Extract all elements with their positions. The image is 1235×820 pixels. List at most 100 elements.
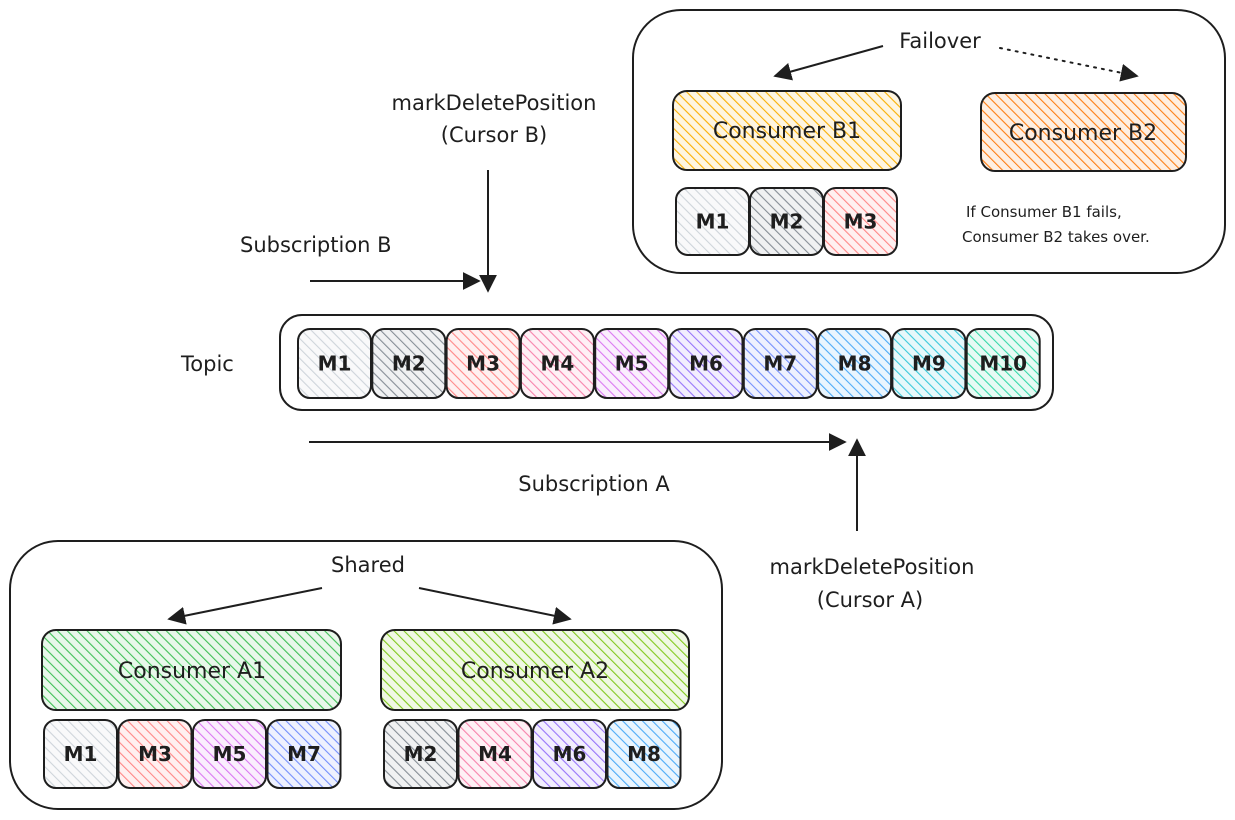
message-tile-m3: M3	[823, 187, 898, 256]
message-box	[742, 328, 818, 399]
message-box	[445, 328, 521, 399]
message-box	[965, 328, 1041, 399]
message-label: M1	[64, 742, 98, 766]
topic-frame	[279, 314, 1054, 411]
consumer-b2: Consumer B2	[980, 92, 1187, 172]
cursor-b-label-line2: (Cursor B)	[441, 123, 548, 147]
consumer-a1-label: Consumer A1	[118, 659, 266, 684]
shared-title: Shared	[331, 553, 405, 577]
message-label: M3	[466, 352, 500, 376]
message-tile-m4: M4	[519, 328, 595, 399]
failover-note-line1: If Consumer B1 fails,	[966, 203, 1122, 221]
message-tile-m3: M3	[117, 719, 193, 789]
message-label: M5	[213, 742, 247, 766]
message-label: M3	[138, 742, 172, 766]
message-tile-m3: M3	[445, 328, 521, 399]
subscription-a: Subscription A markDeletePosition (Curso…	[309, 433, 975, 612]
message-tile-m9: M9	[891, 328, 967, 399]
consumer-b1-box	[672, 90, 902, 171]
consumer-b1-message-list: M1 M2 M3	[675, 187, 898, 256]
message-tile-m4: M4	[457, 719, 533, 789]
message-label: M9	[912, 352, 946, 376]
message-label: M2	[392, 352, 426, 376]
consumer-b1: Consumer B1	[672, 90, 902, 171]
shared-arrow-to-a1	[167, 587, 323, 625]
message-tile-m2: M2	[749, 187, 824, 256]
cursor-a-label-line2: (Cursor A)	[817, 588, 923, 612]
message-box	[823, 187, 898, 256]
topic-label: Topic	[180, 352, 234, 376]
subscription-a-label: Subscription A	[518, 472, 670, 496]
message-box	[606, 719, 682, 789]
failover-arrow-to-b1	[773, 45, 884, 81]
message-box	[817, 328, 893, 399]
message-label: M1	[318, 352, 352, 376]
message-box	[668, 328, 744, 399]
message-tile-m2: M2	[383, 719, 458, 789]
failover-title: Failover	[899, 29, 981, 53]
message-label: M7	[763, 352, 797, 376]
message-tile-m1: M1	[297, 328, 372, 399]
shared-arrow-to-a2	[418, 587, 572, 625]
topic: Topic M1 M2 M3 M4 M5 M6 M7 M8 M9 M10	[180, 314, 1054, 411]
message-tile-m7: M7	[266, 719, 342, 789]
message-label: M10	[979, 352, 1027, 376]
message-label: M4	[478, 742, 512, 766]
message-box	[371, 328, 447, 399]
message-tile-m2: M2	[371, 328, 447, 399]
topic-message-list: M1 M2 M3 M4 M5 M6 M7 M8 M9 M10	[297, 328, 1041, 399]
failover-frame	[632, 9, 1226, 274]
cursor-a-label-line1: markDeletePosition	[770, 555, 975, 579]
consumer-a1-message-list: M1 M3 M5 M7	[43, 719, 342, 789]
consumer-a1-box	[41, 629, 342, 711]
message-tile-m10: M10	[965, 328, 1041, 399]
consumer-a2-label: Consumer A2	[461, 659, 609, 684]
message-label: M2	[404, 742, 438, 766]
message-box	[891, 328, 967, 399]
failover-note-line2: Consumer B2 takes over.	[962, 228, 1150, 246]
consumer-b2-box	[980, 92, 1187, 172]
message-label: M4	[540, 352, 574, 376]
message-label: M2	[770, 210, 804, 234]
message-box	[532, 719, 607, 789]
message-box	[457, 719, 533, 789]
message-label: M7	[287, 742, 321, 766]
message-box	[383, 719, 458, 789]
consumer-b2-label: Consumer B2	[1009, 121, 1157, 146]
message-box	[117, 719, 193, 789]
consumer-a2-message-list: M2 M4 M6 M8	[383, 719, 682, 789]
message-label: M1	[696, 210, 730, 234]
message-tile-m5: M5	[192, 719, 267, 789]
shared-frame	[9, 540, 723, 810]
message-box	[43, 719, 118, 789]
consumer-b1-label: Consumer B1	[713, 119, 861, 144]
message-tile-m6: M6	[532, 719, 607, 789]
subscription-b-label: Subscription B	[240, 233, 392, 257]
message-box	[594, 328, 670, 399]
message-tile-m8: M8	[817, 328, 893, 399]
message-tile-m1: M1	[675, 187, 750, 256]
message-label: M6	[553, 742, 587, 766]
message-tile-m6: M6	[668, 328, 744, 399]
message-box	[297, 328, 372, 399]
message-box	[519, 328, 595, 399]
cursor-b-label-line1: markDeletePosition	[392, 91, 597, 115]
message-tile-m5: M5	[594, 328, 670, 399]
message-label: M8	[838, 352, 872, 376]
message-tile-m8: M8	[606, 719, 682, 789]
message-label: M6	[689, 352, 723, 376]
subscription-b: markDeletePosition (Cursor B) Subscripti…	[240, 91, 597, 293]
message-label: M3	[844, 210, 878, 234]
message-tile-m1: M1	[43, 719, 118, 789]
consumer-a1: Consumer A1	[41, 629, 342, 711]
message-box	[266, 719, 342, 789]
message-tile-m7: M7	[742, 328, 818, 399]
message-label: M5	[615, 352, 649, 376]
consumer-a2-box	[380, 629, 690, 711]
failover-arrow-to-b2	[999, 47, 1139, 82]
consumer-a2: Consumer A2	[380, 629, 690, 711]
message-box	[192, 719, 267, 789]
message-label: M8	[627, 742, 661, 766]
